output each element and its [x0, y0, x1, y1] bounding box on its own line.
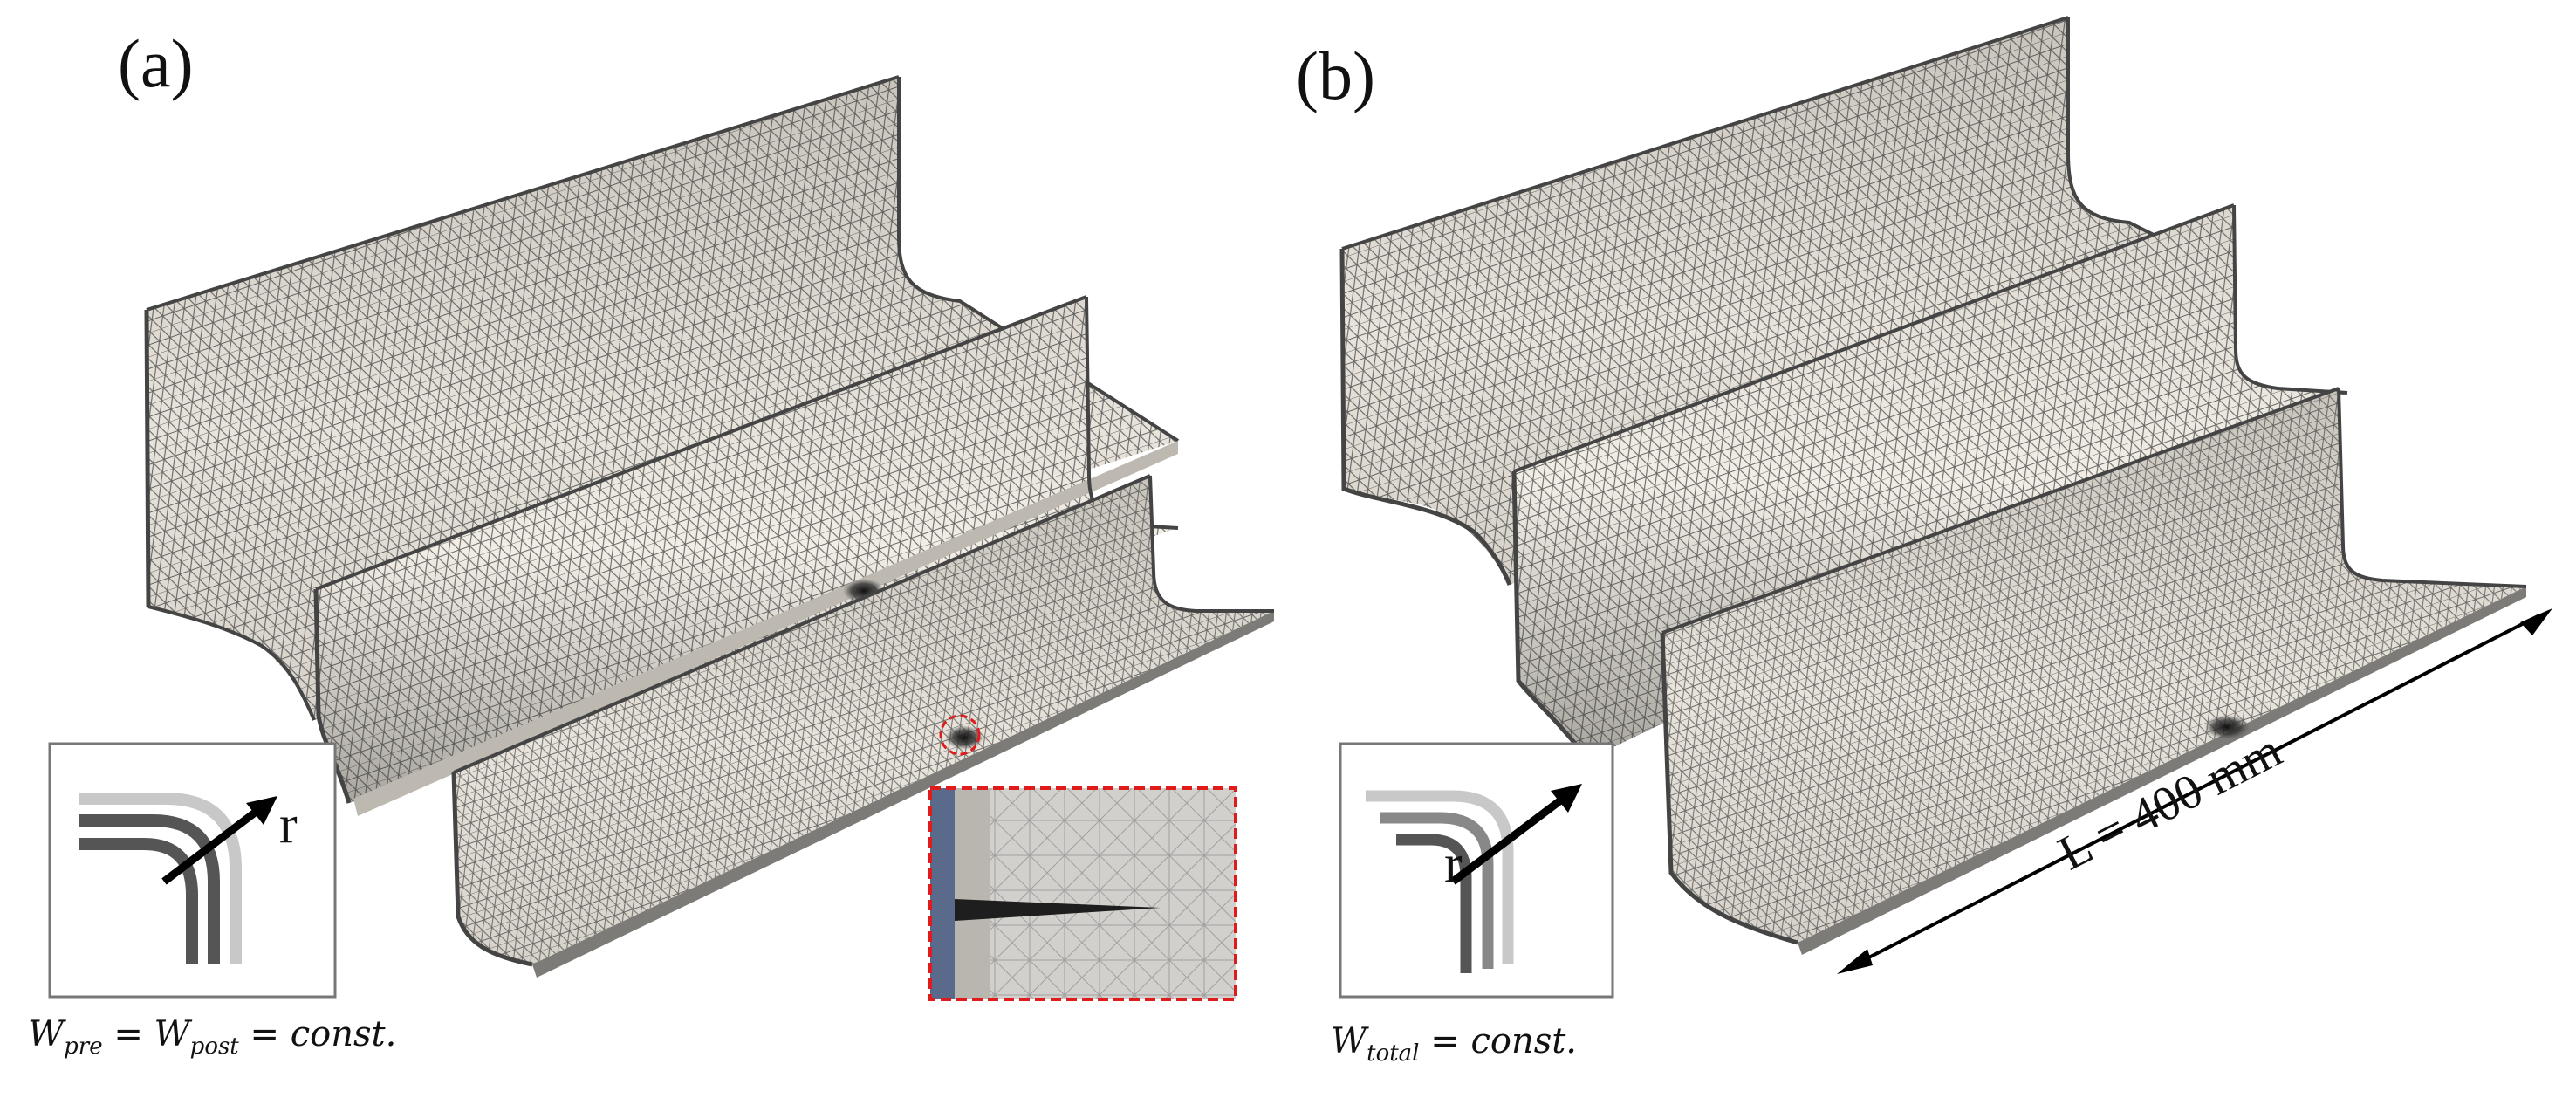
radius-label: r: [279, 795, 298, 854]
formula-const: const.: [290, 1014, 397, 1054]
formula-a: Wpre = Wpost = const.: [28, 1014, 396, 1060]
radius-arrow-icon: [1450, 793, 1569, 885]
radius-arrow-icon: [161, 804, 264, 885]
formula-sub: total: [1367, 1040, 1420, 1067]
formula-sub: post: [189, 1033, 239, 1060]
shell-part-b1: [1339, 16, 2182, 586]
formula-op: =: [250, 1014, 279, 1054]
formula-var: W: [1331, 1021, 1367, 1061]
shell-part-a2: [313, 295, 1179, 816]
cross-section-icon-a: r: [48, 742, 337, 999]
panel-label-a: (a): [118, 25, 194, 101]
formula-var: W: [154, 1014, 190, 1054]
shell-part-b3: [1660, 387, 2527, 955]
formula-const: const.: [1470, 1021, 1578, 1061]
panel-label-b: (b): [1296, 38, 1375, 113]
panel-b: L = 400 mm r: [1339, 16, 2552, 999]
formula-var: W: [28, 1014, 65, 1054]
refined-mesh-spot: [2204, 715, 2250, 739]
formula-b: Wtotal = const.: [1331, 1021, 1577, 1067]
formula-op: =: [113, 1014, 143, 1054]
crack-marker-circle: [939, 714, 981, 756]
panel-a: r: [48, 75, 1274, 1001]
formula-sub: pre: [64, 1033, 103, 1060]
crack-zoom-inset: [928, 786, 1237, 1001]
shell-part-a3: [451, 474, 1274, 978]
formula-op: =: [1430, 1021, 1460, 1061]
cross-section-icon-b: r: [1339, 742, 1614, 999]
radius-label: r: [1444, 834, 1463, 894]
refined-mesh-spot: [945, 725, 983, 750]
